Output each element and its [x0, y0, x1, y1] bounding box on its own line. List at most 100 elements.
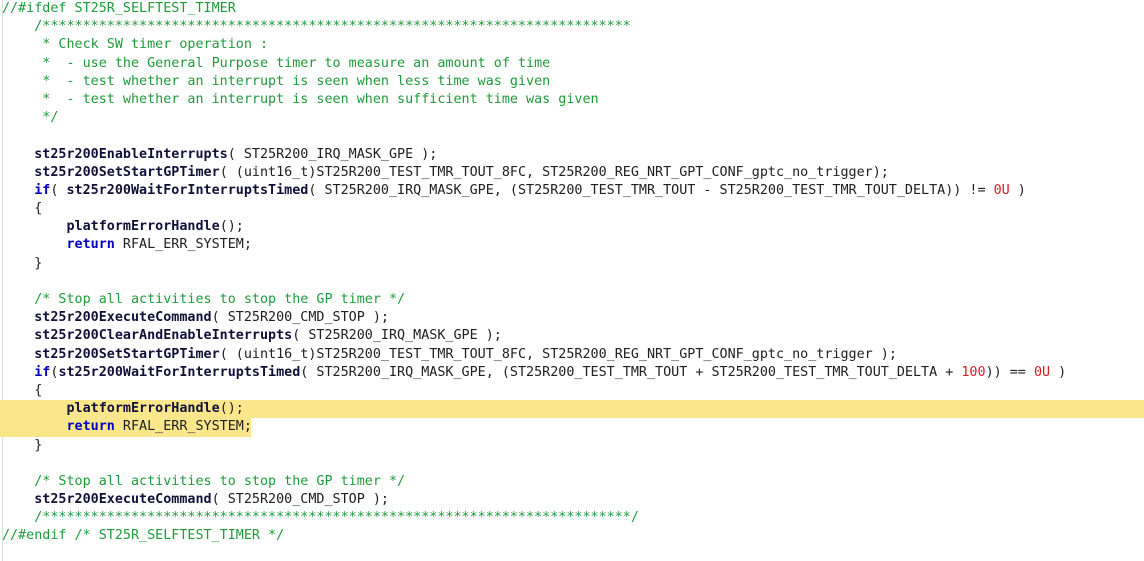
token-punc: } [2, 437, 43, 453]
code-line[interactable]: if(st25r200WaitForInterruptsTimed( ST25R… [0, 364, 1144, 382]
token-punc: ( [50, 364, 59, 380]
code-line[interactable]: return RFAL_ERR_SYSTEM; [0, 418, 1144, 437]
code-line[interactable]: /* Stop all activities to stop the GP ti… [0, 291, 1144, 309]
token-id [2, 183, 34, 198]
code-line[interactable]: { [0, 382, 1144, 400]
code-line[interactable]: } [0, 437, 1144, 455]
token-cmt: //#ifdef ST25R_SELFTEST_TIMER [2, 1, 236, 16]
token-id [2, 347, 34, 362]
code-line[interactable] [0, 455, 1144, 473]
token-cmt: * - use the General Purpose timer to mea… [2, 55, 551, 71]
token-id: ( (uint16_t)ST25R200_TEST_TMR_TOUT_8FC, … [219, 164, 889, 180]
code-line[interactable]: * - test whether an interrupt is seen wh… [0, 73, 1144, 91]
code-line-text: { [2, 383, 42, 398]
code-line[interactable]: * Check SW timer operation : [0, 36, 1144, 54]
code-line[interactable]: /* Stop all activities to stop the GP ti… [0, 473, 1144, 491]
token-id: ( ST25R200_IRQ_MASK_GPE, (ST25R200_TEST_… [300, 364, 962, 380]
code-line-text: st25r200ClearAndEnableInterrupts( ST25R2… [2, 328, 502, 343]
token-id [2, 237, 67, 252]
code-text-area[interactable]: //#ifdef ST25R_SELFTEST_TIMER /*********… [0, 0, 1144, 546]
code-line[interactable]: * - test whether an interrupt is seen wh… [0, 91, 1144, 109]
token-punc: ) [1009, 182, 1026, 198]
code-line-text: //#ifdef ST25R_SELFTEST_TIMER [2, 1, 236, 16]
code-line-text: st25r200SetStartGPTimer( (uint16_t)ST25R… [2, 165, 889, 180]
token-punc: ( [211, 310, 228, 326]
token-punc: } [2, 255, 43, 271]
token-cmt: */ [2, 110, 59, 126]
code-line-text: { [2, 201, 42, 216]
code-line[interactable]: { [0, 200, 1144, 218]
left-margin-guide [2, 0, 3, 561]
code-line[interactable] [0, 273, 1144, 291]
token-id: ST25R200_IRQ_MASK_GPE [308, 328, 478, 344]
code-line-text: return RFAL_ERR_SYSTEM; [2, 237, 252, 252]
token-punc: (); [219, 401, 244, 417]
code-line-text: platformErrorHandle(); [2, 219, 244, 234]
code-line[interactable]: st25r200SetStartGPTimer( (uint16_t)ST25R… [0, 164, 1144, 182]
code-line[interactable]: return RFAL_ERR_SYSTEM; [0, 236, 1144, 254]
code-line[interactable]: //#ifdef ST25R_SELFTEST_TIMER [0, 0, 1144, 18]
token-cmt: /* Stop all activities to stop the GP ti… [2, 473, 406, 489]
token-punc: ( [292, 328, 309, 344]
token-id [2, 165, 34, 180]
token-punc: ); [364, 492, 389, 508]
code-line[interactable]: st25r200SetStartGPTimer( (uint16_t)ST25R… [0, 346, 1144, 364]
token-cmt: /* Stop all activities to stop the GP ti… [2, 292, 406, 307]
token-punc: (); [219, 219, 244, 235]
token-id: ST25R200_CMD_STOP [227, 492, 365, 508]
code-line[interactable]: st25r200ClearAndEnableInterrupts( ST25R2… [0, 327, 1144, 345]
token-id [2, 419, 67, 434]
token-fn: st25r200WaitForInterruptsTimed [66, 182, 309, 198]
code-line-text: return RFAL_ERR_SYSTEM; [2, 419, 252, 434]
code-line[interactable]: st25r200ExecuteCommand( ST25R200_CMD_STO… [0, 309, 1144, 327]
code-line-text: /***************************************… [2, 19, 631, 34]
code-line[interactable]: /***************************************… [0, 18, 1144, 36]
code-line[interactable] [0, 127, 1144, 145]
token-cmt: * - test whether an interrupt is seen wh… [2, 73, 551, 89]
token-id [2, 401, 67, 416]
code-line[interactable]: //#endif /* ST25R_SELFTEST_TIMER */ [0, 527, 1144, 545]
code-line-text [2, 274, 10, 289]
code-line[interactable]: */ [0, 109, 1144, 127]
token-punc: ( [211, 492, 228, 508]
token-cmt: /***************************************… [2, 19, 631, 35]
token-id [2, 328, 34, 343]
code-line-text: if(st25r200WaitForInterruptsTimed( ST25R… [2, 365, 1066, 380]
code-line[interactable]: platformErrorHandle(); [0, 218, 1144, 236]
code-line[interactable]: /***************************************… [0, 509, 1144, 527]
code-line-text: platformErrorHandle(); [2, 401, 244, 416]
token-id [2, 147, 34, 162]
token-cmt: //#endif /* ST25R_SELFTEST_TIMER */ [2, 528, 285, 544]
code-line[interactable]: if( st25r200WaitForInterruptsTimed( ST25… [0, 182, 1144, 200]
code-line-text: st25r200ExecuteCommand( ST25R200_CMD_STO… [2, 492, 389, 507]
code-line-text: * - test whether an interrupt is seen wh… [2, 92, 598, 107]
code-line[interactable]: st25r200ExecuteCommand( ST25R200_CMD_STO… [0, 491, 1144, 509]
token-fn: st25r200ExecuteCommand [34, 492, 212, 508]
code-line[interactable]: } [0, 255, 1144, 273]
code-line-text: * - test whether an interrupt is seen wh… [2, 74, 550, 89]
token-fn: st25r200SetStartGPTimer [34, 346, 220, 362]
token-kw: if [34, 364, 51, 380]
code-line[interactable]: platformErrorHandle(); [0, 400, 1144, 419]
token-punc: ( [227, 146, 244, 162]
token-num: 0U [993, 182, 1010, 198]
token-fn: platformErrorHandle [66, 219, 220, 235]
token-punc: { [2, 382, 43, 398]
code-line[interactable]: st25r200EnableInterrupts( ST25R200_IRQ_M… [0, 146, 1144, 164]
token-num: 100 [961, 364, 986, 380]
token-punc: ); [413, 146, 438, 162]
token-fn: st25r200ClearAndEnableInterrupts [34, 328, 293, 344]
code-line-text: st25r200EnableInterrupts( ST25R200_IRQ_M… [2, 147, 437, 162]
token-cmt: /***************************************… [2, 510, 639, 526]
token-id: RFAL_ERR_SYSTEM; [114, 419, 252, 435]
token-punc: ); [477, 328, 502, 344]
code-line-text: */ [2, 110, 58, 125]
token-fn: st25r200EnableInterrupts [34, 146, 228, 162]
code-line-text: if( st25r200WaitForInterruptsTimed( ST25… [2, 183, 1026, 198]
line-highlight [0, 400, 1144, 419]
code-line-text: * - use the General Purpose timer to mea… [2, 56, 550, 71]
token-id: ST25R200_CMD_STOP [227, 310, 365, 326]
code-line-text: } [2, 438, 42, 453]
code-line[interactable]: * - use the General Purpose timer to mea… [0, 55, 1144, 73]
